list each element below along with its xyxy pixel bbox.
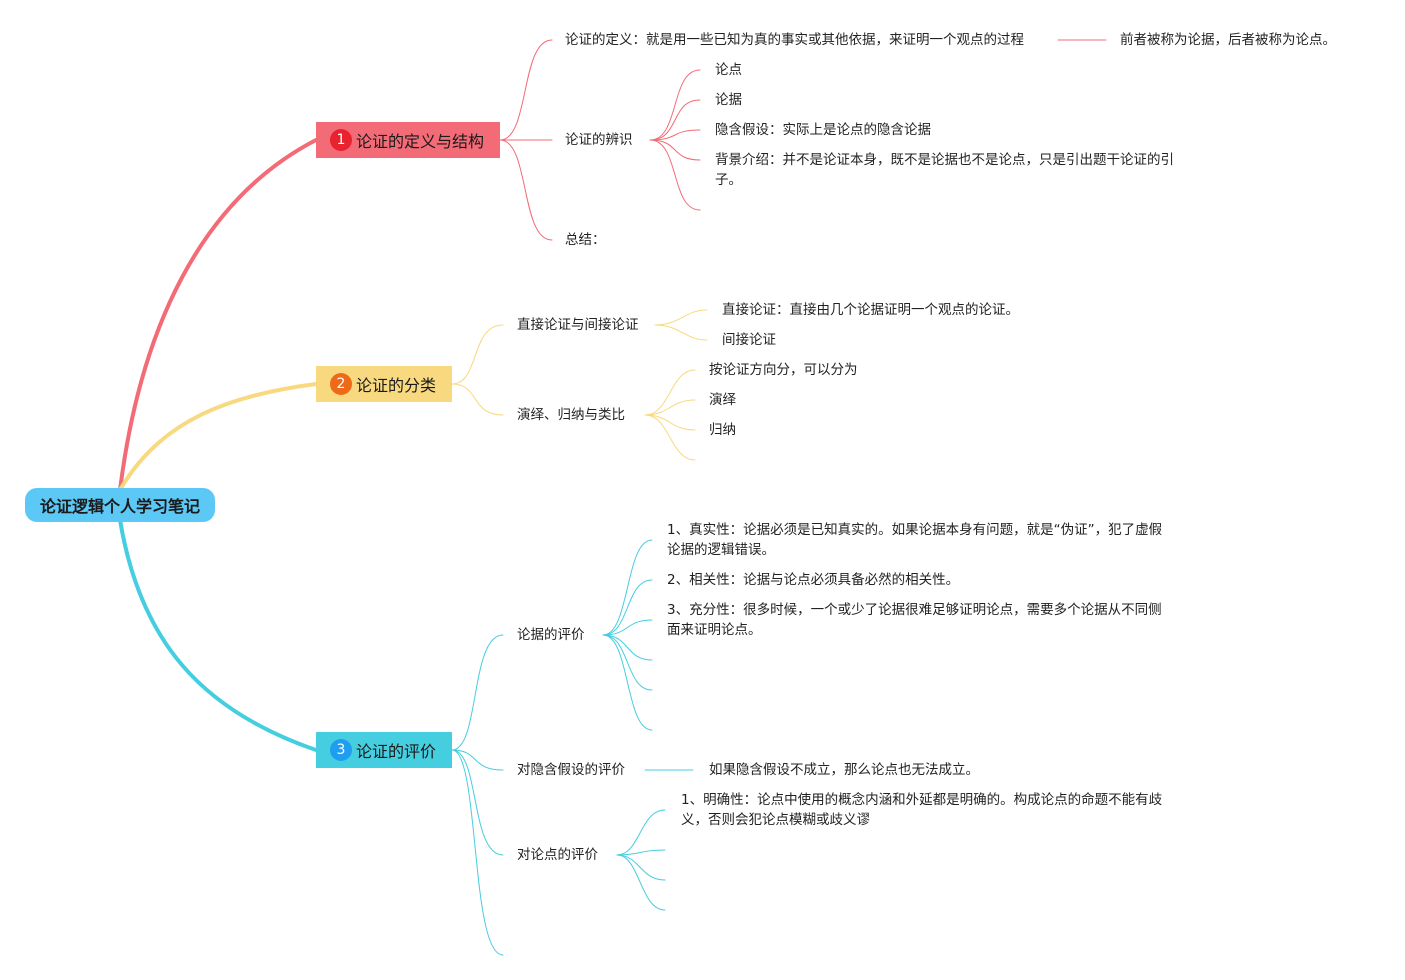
definition-note-node[interactable]: 前者被称为论据，后者被称为论点。 [1120,32,1336,48]
direct-indirect-node[interactable]: 直接论证与间接论证 [517,317,639,333]
identify-node[interactable]: 论证的辨识 [565,132,633,148]
branch-evaluation[interactable]: 3 论证的评价 [316,732,452,768]
hidden-assumption-node[interactable]: 对隐含假设的评价 [517,762,625,778]
identify-item-evidence[interactable]: 论据 [715,92,742,108]
number-badge-icon: 3 [330,739,352,761]
evidence-truth-item[interactable]: 1、真实性：论据必须是已知真实的。如果论据本身有问题，就是“伪证”，犯了虚假论据… [667,522,1163,558]
induction-item[interactable]: 归纳 [709,422,736,438]
branch-label: 论证的评价 [356,742,437,761]
indirect-item[interactable]: 间接论证 [722,332,776,348]
evidence-evaluation-node[interactable]: 论据的评价 [517,627,585,643]
root-to-branch3-line [118,518,318,752]
definition-node[interactable]: 论证的定义：就是用一些已知为真的事实或其他依据，来证明一个观点的过程 [565,32,1024,48]
hidden-assumption-item[interactable]: 如果隐含假设不成立，那么论点也无法成立。 [709,762,979,778]
root-to-branch2-line [118,382,318,492]
deduction-induction-node[interactable]: 演绎、归纳与类比 [517,407,625,423]
identify-item-claim[interactable]: 论点 [715,62,742,78]
evidence-relevance-item[interactable]: 2、相关性：论据与论点必须具备必然的相关性。 [667,572,960,588]
branch-label: 论证的定义与结构 [356,132,485,151]
branch-definition-structure[interactable]: 1 论证的定义与结构 [316,122,500,158]
claim-evaluation-node[interactable]: 对论点的评价 [517,847,598,863]
identify-item-assumption[interactable]: 隐含假设：实际上是论点的隐含论据 [715,122,931,138]
deduction-item[interactable]: 演绎 [709,392,736,408]
summary-node[interactable]: 总结： [565,232,606,248]
direction-item[interactable]: 按论证方向分，可以分为 [709,362,858,378]
claim-clarity-item[interactable]: 1、明确性：论点中使用的概念内涵和外延都是明确的。构成论点的命题不能有歧义，否则… [681,792,1163,828]
branch-label: 论证的分类 [356,376,437,395]
direct-item[interactable]: 直接论证：直接由几个论据证明一个观点的论证。 [722,302,1019,318]
number-badge-icon: 2 [330,373,352,395]
root-to-branch1-line [118,138,318,492]
identify-item-background[interactable]: 背景介绍：并不是论证本身，既不是论据也不是论点，只是引出题干论证的引子。 [715,152,1174,188]
branch-classification[interactable]: 2 论证的分类 [316,366,452,402]
number-badge-icon: 1 [330,129,352,151]
evidence-sufficiency-item[interactable]: 3、充分性：很多时候，一个或少了论据很难足够证明论点，需要多个论据从不同侧面来证… [667,602,1162,638]
root-node[interactable]: 论证逻辑个人学习笔记 [25,488,215,522]
